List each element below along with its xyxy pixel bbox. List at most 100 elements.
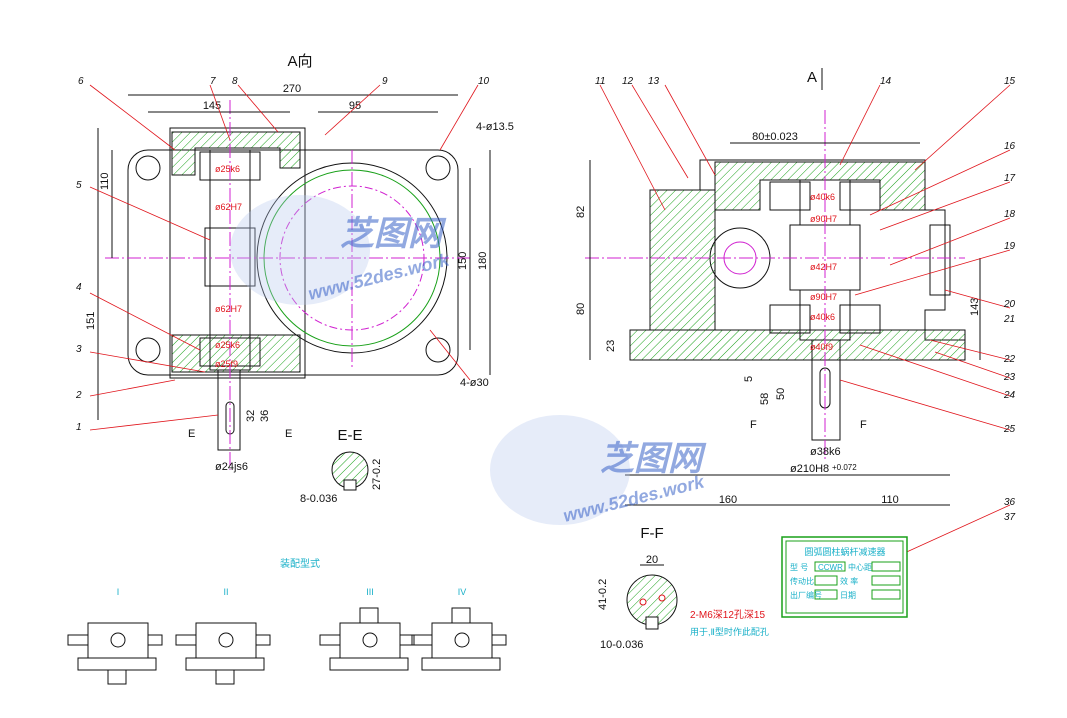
bolt-hole-tr: [425, 155, 451, 181]
dim-f-key: 10-0.036: [600, 639, 643, 651]
part-labels-right: [599, 84, 1011, 556]
dim-f-width: 20: [646, 554, 658, 566]
part-numbers-left: 6 7 8 9 10 5 4 3 2 1: [75, 76, 490, 433]
view-title-a-right: A: [807, 69, 817, 86]
dim-shaft-fit: ø24js6: [215, 461, 248, 473]
dim-seal-fit-right: ø40f9: [810, 342, 833, 352]
dim-lower-bore: ø90H7: [810, 292, 837, 302]
part-15: 15: [1004, 76, 1016, 87]
mount-label-1: I: [117, 587, 120, 597]
dim-bearing-upper: ø25k6: [215, 164, 240, 174]
mounting-title: 装配型式: [280, 557, 320, 570]
part-18: 18: [1004, 209, 1016, 220]
part-12: 12: [622, 76, 634, 87]
part-20: 20: [1003, 299, 1016, 310]
part-36: 36: [1004, 497, 1016, 508]
section-f-title: F-F: [640, 525, 663, 542]
part-8: 8: [232, 76, 238, 87]
right-lower-bearing-r: [839, 304, 881, 334]
part-14: 14: [880, 76, 892, 87]
part-17: 17: [1004, 173, 1016, 184]
dim-bolt-holes-top: 4-ø13.5: [476, 121, 514, 133]
bolt-hole-bl: [135, 337, 161, 363]
part-13: 13: [648, 76, 660, 87]
hatched-top-cover: [714, 161, 926, 211]
nameplate-title: 圆弧圆柱蜗杆减速器: [804, 546, 885, 557]
dim-e-width: 8-0.036: [300, 493, 337, 505]
dim-32: 32: [245, 410, 257, 422]
dim-upper-bearing: ø40k6: [810, 192, 835, 202]
bolt-hole-tl: [135, 155, 161, 181]
hatched-base: [629, 329, 966, 361]
dim-lower-bearing: ø40k6: [810, 312, 835, 322]
right-upper-bearing-r: [839, 181, 881, 211]
dim-145: 145: [203, 100, 221, 112]
right-lower-bearing-l: [769, 304, 811, 334]
dim-f-depth: 41-0.2: [597, 579, 609, 610]
dim-160: 160: [719, 494, 737, 506]
note-mounting: 用于,Ⅱ型时作此配孔: [690, 626, 769, 637]
dim-150: 150: [457, 252, 469, 270]
part-37: 37: [1004, 512, 1016, 523]
nameplate-row3-label: 出厂编号: [790, 590, 822, 600]
part-2: 2: [75, 390, 82, 401]
worm-housing: [169, 127, 306, 379]
left-view: A向: [97, 53, 491, 470]
watermark-bottom: 芝图网 www.52des.work: [490, 415, 707, 526]
view-title-a-left: A向: [287, 53, 312, 70]
output-shaft: [811, 339, 841, 441]
dim-base-holes: 4-ø30: [460, 377, 489, 389]
dim-bore-upper: ø62H7: [215, 202, 242, 212]
part-3: 3: [76, 344, 82, 355]
dim-gear-fit: ø42H7: [810, 262, 837, 272]
hatched-wall-bottom: [171, 334, 301, 373]
dim-110: 110: [99, 172, 111, 190]
dim-36: 36: [259, 410, 271, 422]
dim-e-depth: 27-0.2: [371, 459, 383, 490]
part-19: 19: [1004, 241, 1016, 252]
part-numbers-right: 11 12 13 14 15 16 17 18 19 20 21 22 23 2…: [595, 76, 1016, 523]
mounting-types: 装配型式 I II III IV: [67, 557, 507, 685]
part-4: 4: [76, 282, 82, 293]
mount-type-2: II: [175, 587, 271, 685]
hatched-wall-top: [171, 131, 301, 176]
dim-5: 5: [743, 376, 755, 382]
part-22: 22: [1003, 354, 1016, 365]
part-24: 24: [1003, 390, 1016, 401]
dim-center-distance: 80±0.023: [752, 131, 798, 143]
cut-e-right: E: [285, 428, 292, 440]
part-11: 11: [595, 76, 605, 87]
part-9: 9: [382, 76, 388, 87]
nameplate-row2-label: 传动比: [790, 576, 814, 586]
nameplate-row1-value: CCWR: [818, 563, 843, 572]
input-shaft: [217, 369, 241, 451]
dim-output-shaft-fit: ø38k6: [810, 446, 841, 458]
right-upper-bearing-l: [769, 181, 811, 211]
cut-f-left: F: [750, 419, 757, 431]
part-1: 1: [76, 422, 82, 433]
dim-80: 80: [575, 303, 587, 315]
cut-f-right: F: [860, 419, 867, 431]
dim-110-base: 110: [881, 494, 899, 506]
mount-label-4: IV: [458, 587, 467, 597]
watermark-top: 芝图网 www.52des.work: [230, 195, 452, 305]
nameplate-row1-label: 型 号: [790, 563, 808, 572]
dim-upper-bore: ø90H7: [810, 214, 837, 224]
part-labels-left: [89, 84, 479, 431]
mount-type-3: III: [319, 587, 415, 671]
section-e-e: E-E 27-0.2 8-0.036: [300, 427, 383, 505]
dim-bearing-lower: ø25k6: [215, 340, 240, 350]
mount-label-2: II: [223, 587, 228, 597]
section-e-title: E-E: [337, 427, 362, 444]
part-16: 16: [1004, 141, 1016, 152]
dim-82: 82: [575, 206, 587, 218]
part-21: 21: [1003, 314, 1015, 325]
dim-58: 58: [759, 393, 771, 405]
part-5: 5: [76, 180, 82, 191]
dim-bore-lower: ø62H7: [215, 304, 242, 314]
dim-seal-fit: ø25f9: [215, 359, 238, 369]
mount-type-1: I: [67, 587, 163, 685]
part-23: 23: [1003, 372, 1016, 383]
part-10: 10: [478, 76, 490, 87]
dim-151: 151: [85, 312, 97, 330]
